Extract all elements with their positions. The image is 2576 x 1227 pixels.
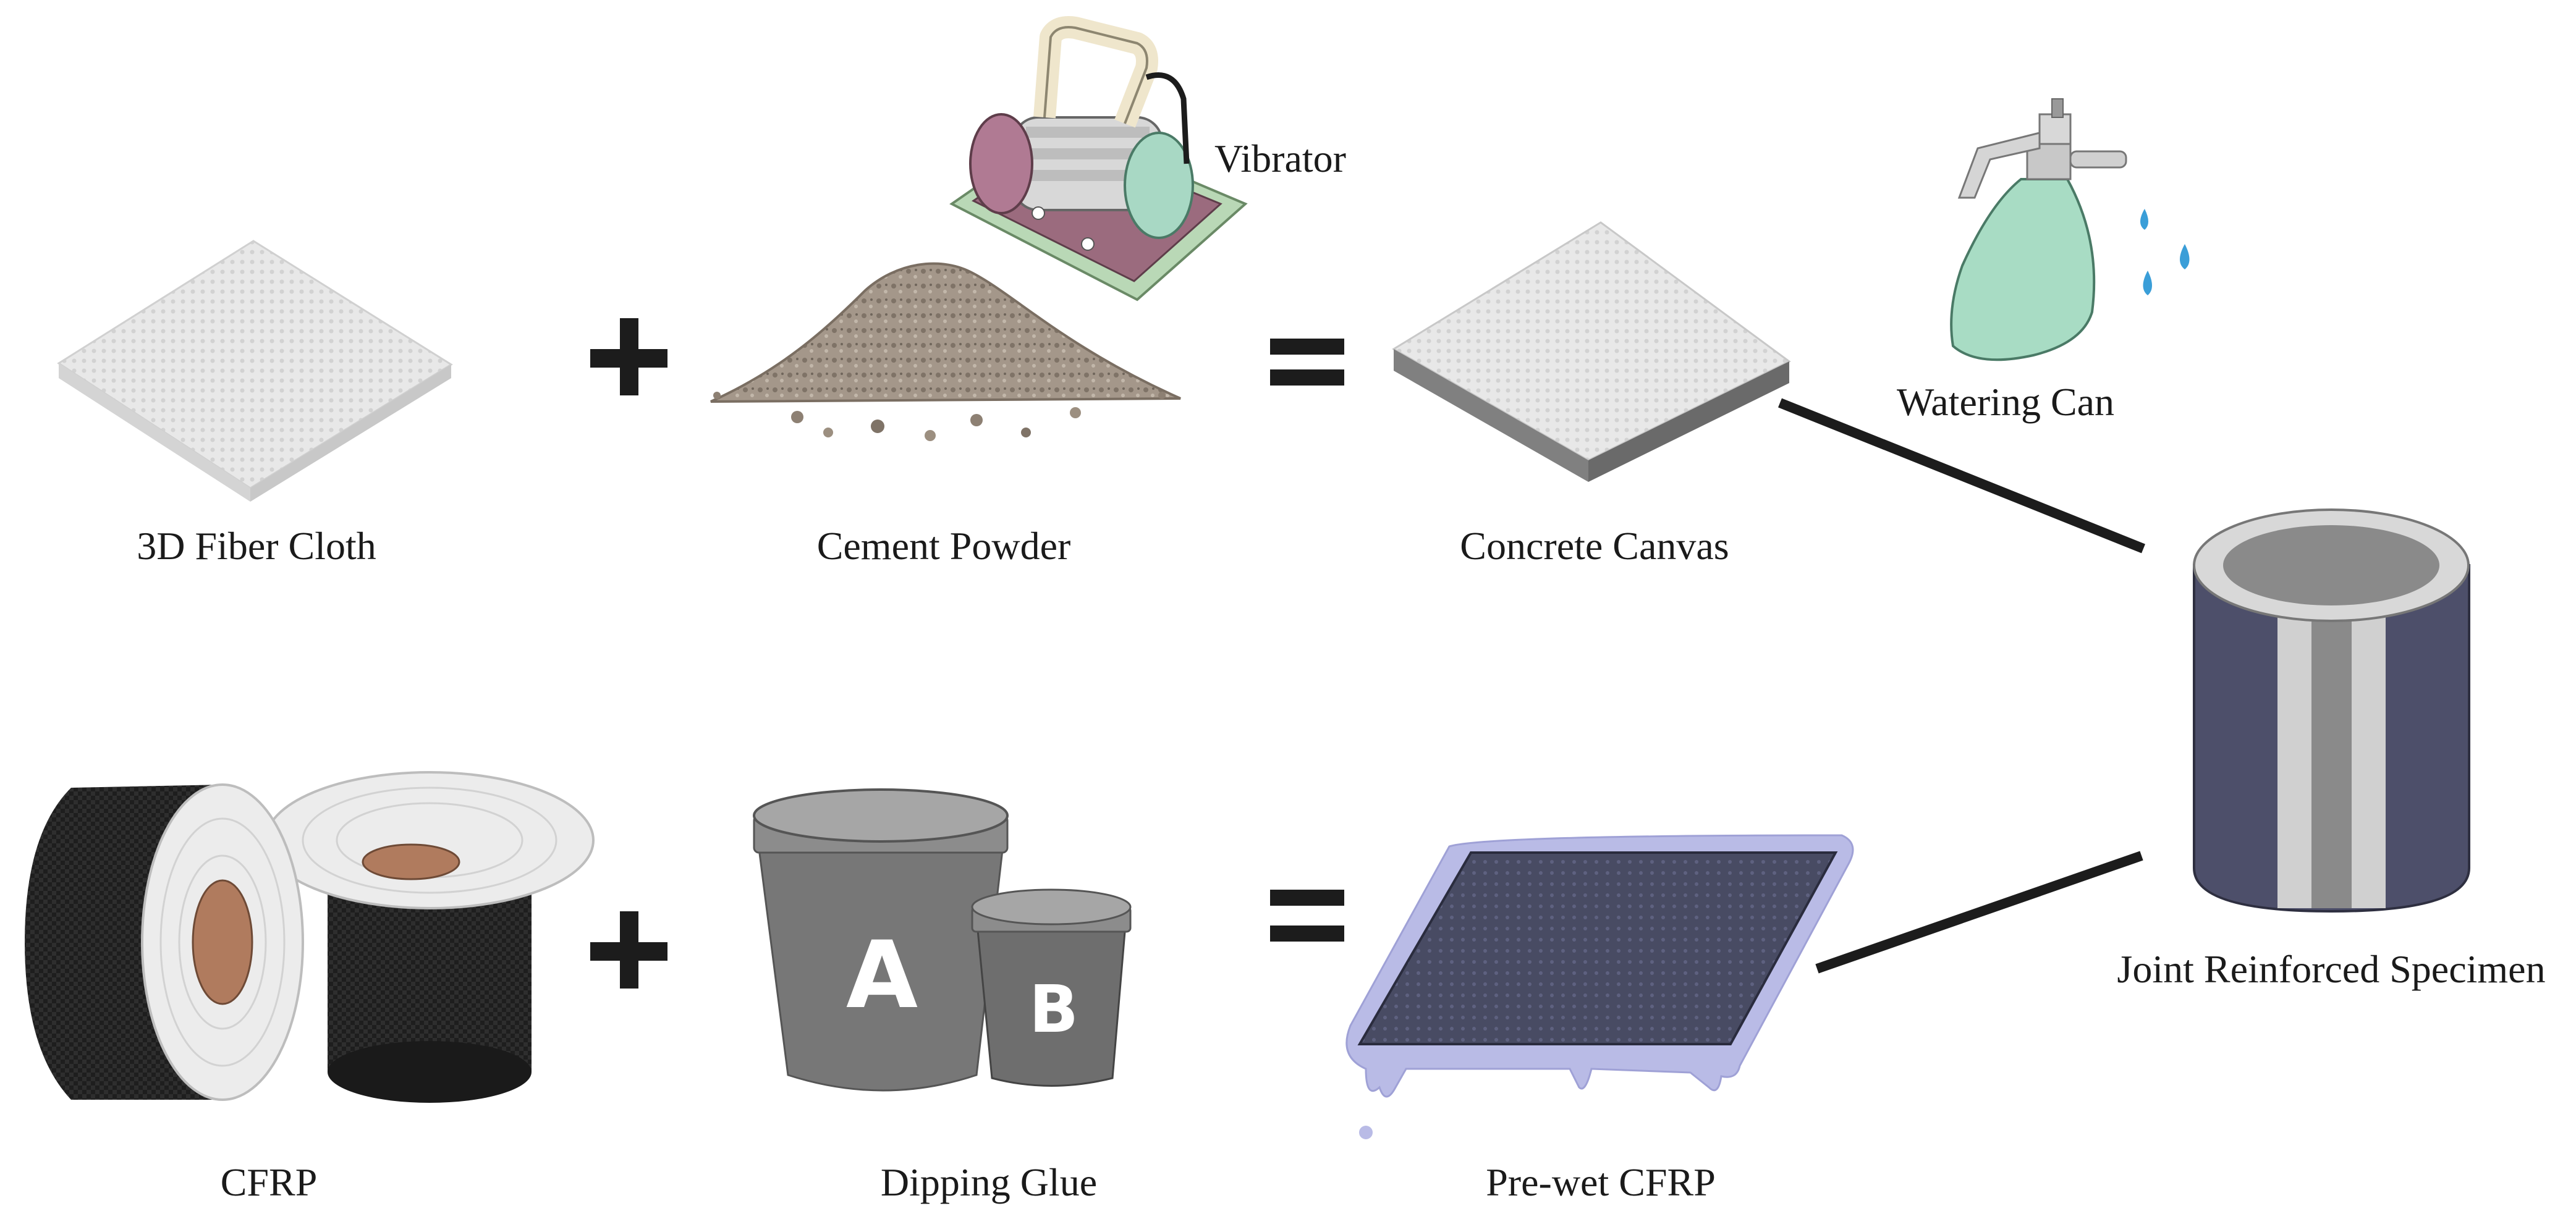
bucket-b-label: B: [1029, 972, 1078, 1047]
prewet-cfrp-label: Pre-wet CFRP: [1486, 1160, 1716, 1204]
concrete-canvas-illustration: [1392, 221, 1791, 482]
cement-powder-illustration: [710, 262, 1181, 441]
cement-powder-label: Cement Powder: [817, 524, 1071, 568]
plus-icon: [590, 318, 667, 395]
vibrator-illustration: [949, 16, 1248, 301]
cfrp-roll-illustration: [25, 771, 595, 1103]
spray-bottle-illustration: [1950, 98, 2190, 361]
specimen-label: Joint Reinforced Specimen: [2117, 947, 2545, 991]
dipping-glue-illustration: [753, 788, 1132, 1092]
connector-line-bottom: [1815, 851, 2143, 974]
prewet-cfrp-illustration: [1345, 834, 1854, 1139]
watering-can-label: Watering Can: [1897, 380, 2114, 424]
vibrator-label: Vibrator: [1214, 137, 1346, 180]
fiber-cloth-illustration: [57, 240, 453, 502]
equals-icon: [1270, 890, 1344, 942]
bucket-a-label: A: [846, 922, 918, 1029]
specimen-illustration: [2193, 508, 2470, 913]
connector-line-top: [1778, 398, 2145, 554]
plus-icon: [590, 911, 667, 989]
dipping-glue-label: Dipping Glue: [881, 1160, 1097, 1204]
equals-icon: [1270, 339, 1344, 386]
cfrp-label: CFRP: [221, 1160, 318, 1204]
fiber-cloth-label: 3D Fiber Cloth: [137, 524, 376, 568]
concrete-canvas-label: Concrete Canvas: [1460, 524, 1729, 568]
